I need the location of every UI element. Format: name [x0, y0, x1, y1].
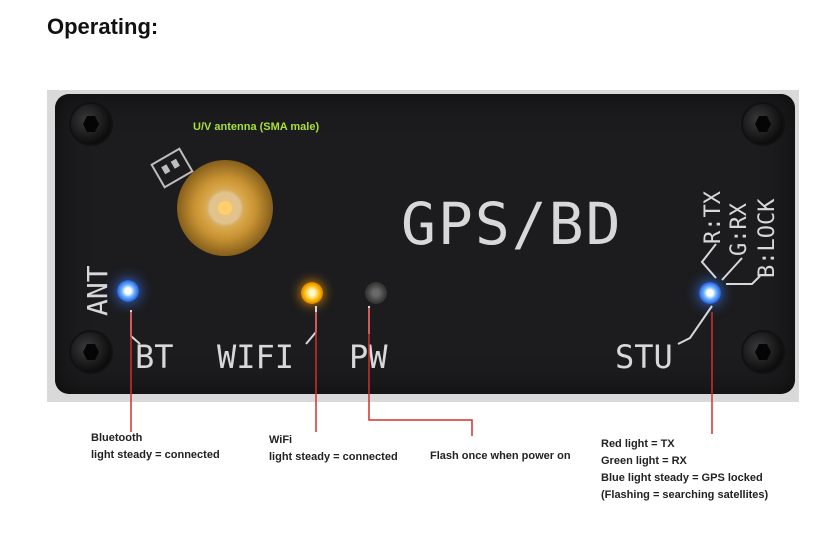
status-callout: Red light = TX Green light = RX Blue lig… [601, 436, 768, 504]
bottom-left-screw-icon [69, 330, 113, 374]
r-tx-label: R:TX [701, 191, 726, 244]
status-led-icon [699, 282, 721, 304]
wifi-title: WiFi [269, 434, 293, 446]
bluetooth-title: Bluetooth [91, 432, 143, 444]
bt-label: BT [135, 338, 174, 376]
pw-label: PW [349, 338, 388, 376]
power-led-icon [365, 282, 387, 304]
status-line-3: Blue light steady = GPS locked [601, 472, 763, 484]
wifi-callout: WiFi light steady = connected [269, 432, 398, 466]
power-callout: Flash once when power on [430, 448, 571, 465]
bluetooth-led-icon [117, 280, 139, 302]
top-left-screw-icon [69, 102, 113, 146]
device-photo: U/V antenna (SMA male) GPS/BD ANT R:TX G… [47, 90, 799, 402]
wifi-label: WIFI [217, 338, 295, 376]
gps-bd-board: U/V antenna (SMA male) GPS/BD ANT R:TX G… [55, 94, 795, 394]
page-title: Operating: [47, 14, 159, 39]
status-line-4: (Flashing = searching satellites) [601, 489, 769, 501]
top-right-screw-icon [741, 102, 785, 146]
status-line-1: Red light = TX [601, 438, 675, 450]
board-title: GPS/BD [401, 190, 623, 258]
stu-label: STU [615, 338, 673, 376]
wifi-desc: light steady = connected [269, 451, 398, 463]
status-line-2: Green light = RX [601, 455, 687, 467]
bluetooth-callout: Bluetooth light steady = connected [91, 430, 220, 464]
power-desc: Flash once when power on [430, 450, 571, 462]
wifi-led-icon [301, 282, 323, 304]
sma-connector-pin-icon [207, 190, 243, 226]
bluetooth-desc: light steady = connected [91, 449, 220, 461]
bottom-right-screw-icon [741, 330, 785, 374]
antenna-label: U/V antenna (SMA male) [193, 121, 320, 133]
g-rx-label: G:RX [727, 203, 752, 256]
b-lock-label: B:LOCK [755, 198, 780, 278]
ant-label: ANT [81, 265, 114, 316]
